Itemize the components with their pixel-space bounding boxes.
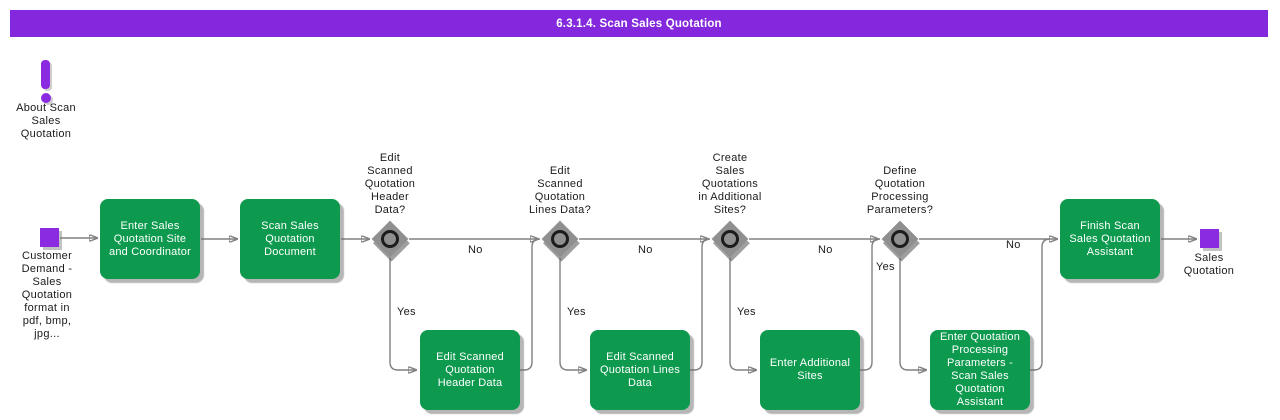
process-scan-sales-quotation-document[interactable]: Scan Sales Quotation Document — [240, 199, 340, 279]
connector-return-processing-parameters — [1030, 238, 1051, 371]
gateway-question-label: Define Quotation Processing Parameters? — [866, 165, 934, 216]
about-note-label: About Scan Sales Quotation — [16, 102, 76, 140]
diagram-title: 6.3.1.4. Scan Sales Quotation — [556, 17, 722, 30]
process-edit-scanned-quotation-header-data[interactable]: Edit Scanned Quotation Header Data — [420, 330, 520, 410]
end-event-label: Sales Quotation — [1183, 252, 1235, 277]
end-event-square[interactable] — [1200, 229, 1219, 248]
connector-yes-gateway4 — [899, 258, 926, 370]
no-branch-label: No — [818, 244, 833, 256]
gateway-circle-icon — [381, 230, 399, 248]
process-enter-sales-quotation-site-and-coordinator[interactable]: Enter Sales Quotation Site and Coordinat… — [100, 199, 200, 279]
start-event-square[interactable] — [40, 228, 59, 247]
no-branch-label: No — [638, 244, 653, 256]
start-event-label: Customer Demand - Sales Quotation format… — [21, 250, 73, 340]
yes-branch-label: Yes — [876, 261, 895, 273]
process-finish-scan-sales-quotation-assistant[interactable]: Finish Scan Sales Quotation Assistant — [1060, 199, 1160, 279]
process-enter-additional-sites[interactable]: Enter Additional Sites — [760, 330, 860, 410]
diagram-title-banner: 6.3.1.4. Scan Sales Quotation — [10, 10, 1268, 37]
gateway-question-label: Edit Scanned Quotation Lines Data? — [528, 165, 591, 216]
yes-branch-label: Yes — [737, 306, 756, 318]
exclamation-icon-dot[interactable] — [41, 93, 51, 103]
process-edit-scanned-quotation-lines-data[interactable]: Edit Scanned Quotation Lines Data — [590, 330, 690, 410]
gateway-circle-icon — [551, 230, 569, 248]
no-branch-label: No — [1006, 239, 1021, 251]
process-enter-quotation-processing-parameters[interactable]: Enter Quotation Processing Parameters - … — [930, 330, 1030, 410]
yes-branch-label: Yes — [567, 306, 586, 318]
gateway-circle-icon — [891, 230, 909, 248]
gateway-question-label: Edit Scanned Quotation Header Data? — [364, 152, 416, 216]
gateway-circle-icon — [721, 230, 739, 248]
no-branch-label: No — [468, 244, 483, 256]
connector-return-additional-sites — [860, 238, 881, 371]
gateway-question-label: Create Sales Quotations in Additional Si… — [698, 152, 762, 216]
connector-return-edit-header — [520, 238, 541, 371]
connector-return-edit-lines — [690, 238, 711, 371]
exclamation-icon[interactable] — [41, 60, 50, 89]
yes-branch-label: Yes — [397, 306, 416, 318]
